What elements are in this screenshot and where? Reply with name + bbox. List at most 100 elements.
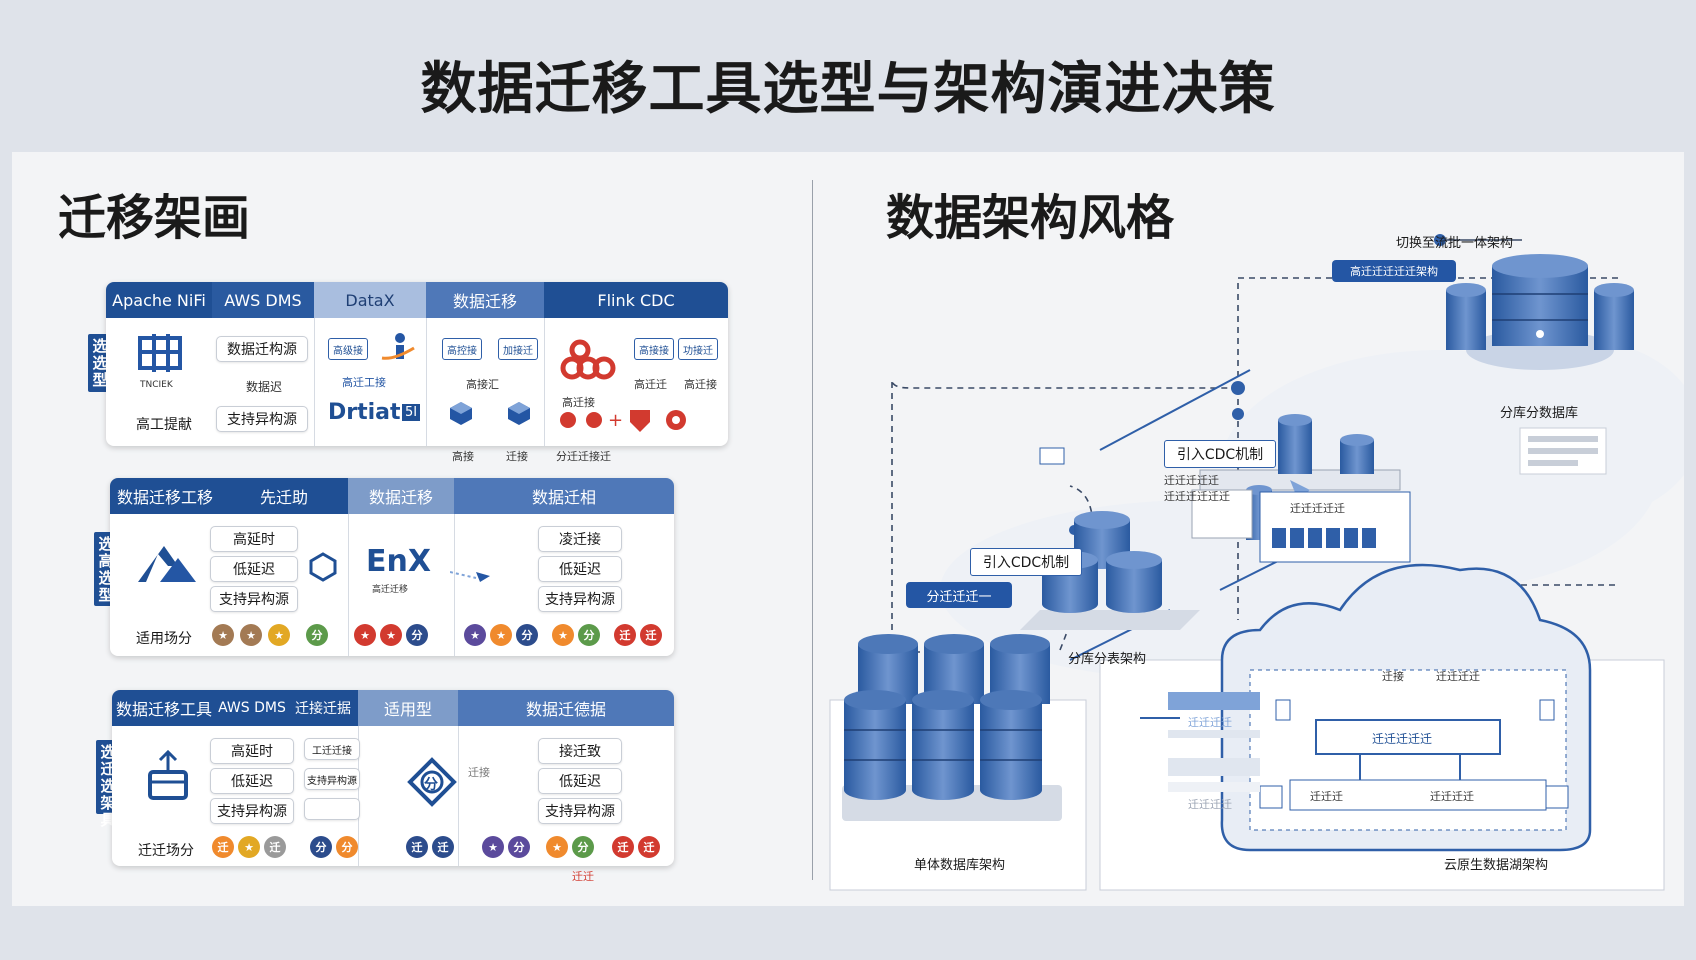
rating-badge: 迁 [264, 836, 286, 858]
flink-label: 高迁接 [562, 396, 595, 409]
dms-mid-label: 数据迟 [246, 380, 283, 394]
flink-icons: + [558, 406, 720, 438]
right-heading: 数据架构风格 [886, 190, 1175, 246]
mid-label: 迁接 [468, 766, 490, 779]
header-aws-dms: AWS DMS [212, 282, 314, 318]
pill-right-1: 接迁致 [538, 738, 622, 764]
pill-low-latency: 低延迟 [210, 768, 294, 794]
datax-person-icon [378, 330, 418, 368]
header-applicable: 适用型 [358, 690, 458, 726]
header-assist: 先迁助 [220, 478, 348, 514]
rating-badge: ★ [552, 624, 574, 646]
distributed-button[interactable]: 分迁迁迁一 [906, 582, 1012, 608]
dms-pill-source: 数据迁构源 [216, 336, 308, 362]
tool-card-3: 数据迁移工具 AWS DMS 迁接迁据 适用型 数据迁德据 高延时 低延迟 支持… [112, 690, 674, 866]
col-sep [458, 726, 459, 866]
mig-chip: 高接汇 [466, 378, 499, 391]
mig-chip: 高控接 [442, 338, 482, 360]
rating-badge: 分 [310, 836, 332, 858]
mig-chip: 加接迁 [498, 338, 538, 360]
architecture-diagram: 切换至流批一体架构 高迁迁迁迁迁架构 引入CDC机制 迁迁迁迁迁 迁迁迁迁迁迁 … [820, 230, 1684, 906]
bottom-note: 迁迁 [572, 870, 594, 883]
pill-right-2: 低延迟 [538, 556, 622, 582]
header-related: 数据迁相 [454, 478, 674, 514]
distributed-label: 分库分数据库 [1500, 406, 1579, 421]
pill-right-3: 支持异构源 [538, 798, 622, 824]
rating-badge: 分 [406, 624, 428, 646]
rating-badge: 分 [306, 624, 328, 646]
rating-badge: ★ [212, 624, 234, 646]
pill-high-latency: 高延时 [210, 738, 294, 764]
mig-label: 迁接 [506, 450, 528, 463]
header-data-migration: 数据迁移 [426, 282, 544, 318]
rating-badge: 迁 [638, 836, 660, 858]
cloud-native-label: 云原生数据湖架构 [1444, 858, 1549, 873]
mid-panel-2: 迁迁迁迁 [1188, 798, 1232, 811]
header-migration: 数据迁移 [348, 478, 454, 514]
col-sep [314, 318, 315, 446]
col-sep [358, 726, 359, 866]
left-heading: 迁移架画 [58, 190, 251, 246]
top-migrate-button[interactable]: 高迁迁迁迁迁架构 [1332, 260, 1456, 282]
cube-icon [506, 400, 532, 430]
pill-right-3: 支持异构源 [538, 586, 622, 612]
col-sep [454, 514, 455, 656]
gear-logo-icon [406, 756, 458, 812]
pill-high-latency: 高延时 [210, 526, 298, 552]
arrow-icon [449, 566, 496, 588]
rating-badge: 迁 [640, 624, 662, 646]
header-flink-cdc: Flink CDC [544, 282, 728, 318]
header-data: 迁接迁据 [288, 690, 358, 726]
flink-chip: 高迁迁 [634, 378, 667, 391]
top-note: 切换至流批一体架构 [1396, 236, 1514, 251]
pill-right-2: 低延迟 [538, 768, 622, 794]
cdc-sub-2: 迁迁迁迁迁迁 [1164, 490, 1230, 503]
rating-badge: 迁 [406, 836, 428, 858]
header-data-moral: 数据迁德据 [458, 690, 674, 726]
cloud-top-2: 迁迁迁迁 [1436, 670, 1480, 683]
rating-badge: 分 [578, 624, 600, 646]
shard-label: 分库分表架构 [1068, 652, 1147, 667]
rating-badge: 迁 [614, 624, 636, 646]
tool-card-2: 数据迁移工移 先迁助 数据迁移 数据迁相 高延时 低延迟 支持异构源 EnX 高… [110, 478, 674, 656]
bottom-label: 迁迁场分 [138, 843, 194, 859]
rating-badge: 分 [336, 836, 358, 858]
header-aws-dms: AWS DMS [216, 690, 288, 726]
pill-heterogeneous: 支持异构源 [210, 586, 298, 612]
rating-badge: ★ [354, 624, 376, 646]
header-tool: 数据迁移工移 [110, 478, 220, 514]
cloud-mid: 迁迁迁迁迁 [1372, 732, 1433, 746]
flink-chip: 功接迁 [678, 338, 718, 360]
col-sep [544, 318, 545, 446]
flink-bottom-label: 分迁迁接迁 [556, 450, 611, 463]
upload-box-icon [146, 749, 190, 806]
cloud-low-2: 迁迁迁迁 [1430, 790, 1474, 803]
nifi-logo-icon [134, 332, 190, 380]
monolith-label: 单体数据库架构 [914, 858, 1006, 873]
cube-icon [448, 400, 474, 430]
header-tool: 数据迁移工具 [112, 690, 216, 726]
rating-badge: 分 [508, 836, 530, 858]
cdc-sub-1: 迁迁迁迁迁 [1164, 474, 1219, 487]
nifi-caption: TNCIEK [140, 380, 173, 390]
datax-logo: Drtiat [328, 400, 401, 425]
col-sep [348, 514, 349, 656]
flink-logo-icon [558, 336, 618, 386]
rating-badge: ★ [464, 624, 486, 646]
col-sep [426, 318, 427, 446]
pill-right-1: 凌迁接 [538, 526, 622, 552]
logo-char: 分 [424, 777, 438, 793]
enx-logo: EnX [366, 544, 431, 579]
mid-chip: 工迁迁接 [304, 738, 360, 760]
rating-badge: ★ [380, 624, 402, 646]
enx-logo-sub: 高迁迁移 [372, 585, 409, 595]
datax-chip: 高迁工接 [342, 376, 386, 389]
dms-pill-hetero: 支持异构源 [216, 406, 308, 432]
header-datax: DataX [314, 282, 426, 318]
rating-badge: 分 [516, 624, 538, 646]
tool-card-1: Apache NiFi AWS DMS DataX 数据迁移 Flink CDC… [106, 282, 728, 446]
rating-badge: ★ [240, 624, 262, 646]
rating-badge: ★ [482, 836, 504, 858]
mid-blank-chip [304, 798, 360, 820]
center-divider [812, 180, 813, 880]
